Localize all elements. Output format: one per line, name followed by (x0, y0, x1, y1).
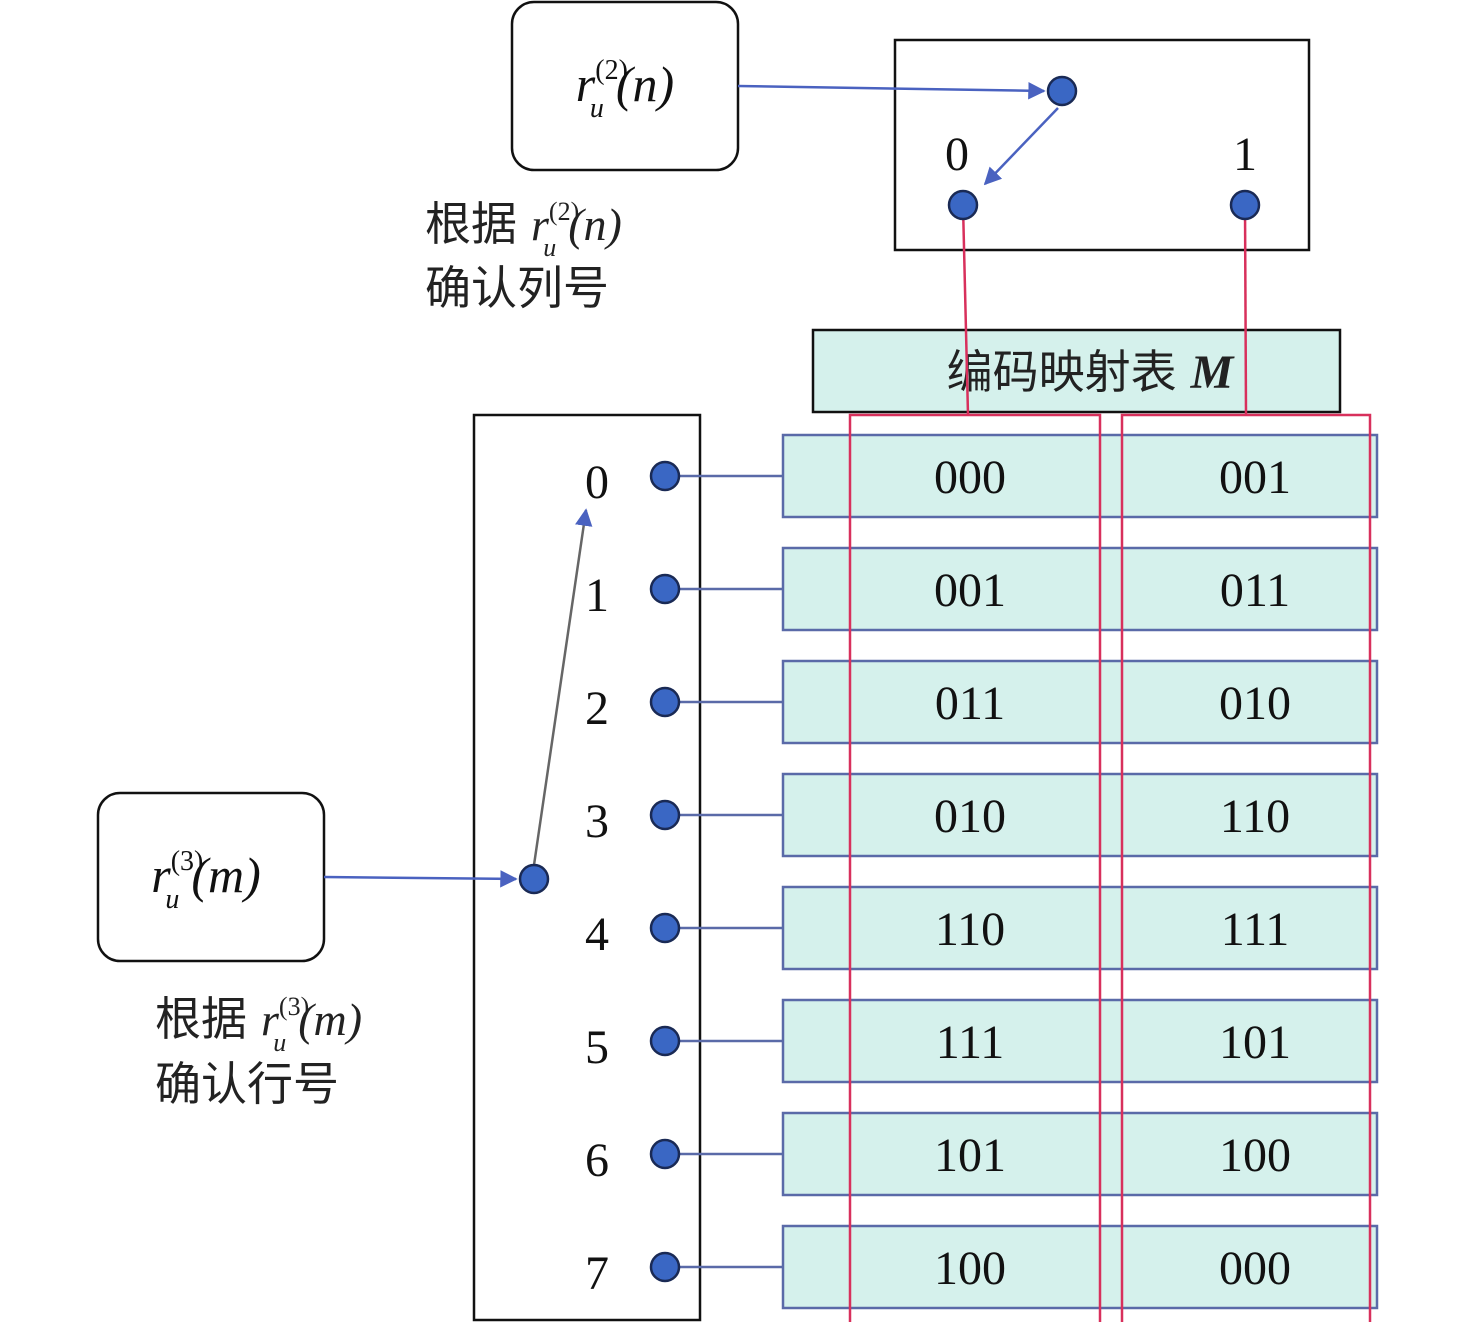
row-switch-dot (649, 799, 681, 831)
row-switch-dot (649, 1025, 681, 1057)
table-cell: 101 (934, 1129, 1006, 1182)
col-source-box: r(2)u(n) (510, 0, 740, 172)
row-switch-label-7: 7 (585, 1247, 609, 1300)
col-link-1 (1243, 204, 1248, 416)
row-source-label: r(3)u(m) (151, 846, 261, 915)
table-cell: 110 (1220, 790, 1290, 843)
table-cell: 000 (934, 451, 1006, 504)
row-select-arrow (532, 508, 593, 866)
col-switch-label-1: 1 (1233, 128, 1257, 181)
col-caption-line2: 确认列号 (425, 261, 609, 315)
col-link-0 (961, 204, 970, 416)
row-caption-line2: 确认行号 (155, 1057, 339, 1111)
row-switch-label-4: 4 (585, 908, 609, 961)
row-input-arrow (323, 870, 518, 888)
row-source-box: r(3)u(m) (96, 791, 326, 963)
table-cell: 010 (1219, 677, 1291, 730)
table-cell: 001 (1219, 451, 1291, 504)
table-cell: 111 (936, 1016, 1004, 1069)
row-switch-dot (649, 686, 681, 718)
table-row (781, 659, 1379, 745)
row-switch-dot (649, 1251, 681, 1283)
row-switch-dot (649, 912, 681, 944)
table-row (781, 885, 1379, 971)
table-row (781, 433, 1379, 519)
col-switch-label-0: 0 (945, 128, 969, 181)
row-connectors (649, 460, 783, 1283)
row-pivot-dot (518, 863, 550, 895)
arrows (323, 75, 1261, 895)
table-row (781, 1111, 1379, 1197)
table-cell: 101 (1219, 1016, 1291, 1069)
row-switch-label-2: 2 (585, 682, 609, 735)
table-cell: 011 (935, 677, 1005, 730)
table-cell: 111 (1221, 903, 1289, 956)
table-cell: 110 (935, 903, 1005, 956)
col-input-arrow (737, 81, 1046, 100)
column-highlights (848, 204, 1372, 1322)
table-row (781, 772, 1379, 858)
column-highlight-0 (848, 413, 1102, 1322)
col-source-label: r(2)u(n) (576, 55, 674, 124)
table-cells: 000 001 001 011 011 010 010 110 110 111 111 101 101 1… (781, 433, 1379, 1310)
table-cell: 010 (934, 790, 1006, 843)
col-switch-dot-1 (1229, 189, 1261, 221)
row-switch-label-3: 3 (585, 795, 609, 848)
row-switch-label-6: 6 (585, 1134, 609, 1187)
row-switch-dot (649, 573, 681, 605)
table-cell: 100 (934, 1242, 1006, 1295)
row-switch-dot (649, 460, 681, 492)
table-cell: 000 (1219, 1242, 1291, 1295)
row-switch-label-1: 1 (585, 569, 609, 622)
row-switch-box: 0 1 2 3 4 5 6 7 (472, 413, 702, 1322)
row-switch-dot (649, 1138, 681, 1170)
col-switch-dot-0 (947, 189, 979, 221)
row-switch-label-5: 5 (585, 1021, 609, 1074)
table-cell: 100 (1219, 1129, 1291, 1182)
table-cell: 001 (934, 564, 1006, 617)
row-switch-label-0: 0 (585, 456, 609, 509)
col-pivot-dot (1046, 75, 1078, 107)
col-select-arrow (983, 107, 1059, 186)
table-cell: 011 (1220, 564, 1290, 617)
